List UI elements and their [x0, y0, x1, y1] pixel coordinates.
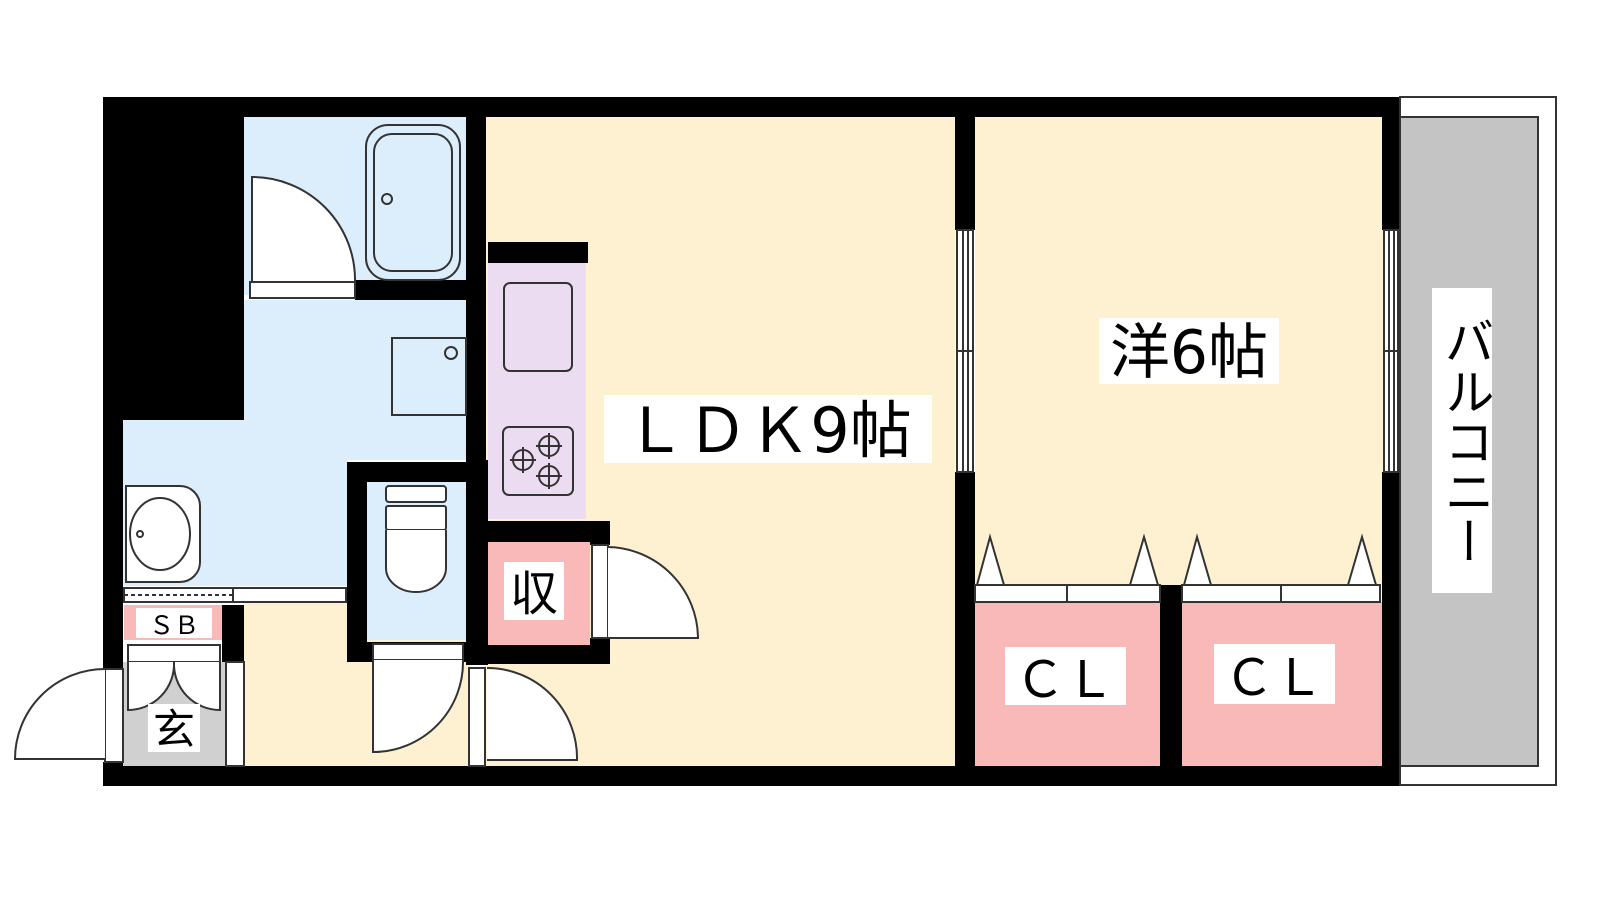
balcony-label: バルコニー [1437, 316, 1495, 566]
east-wall-lower [1382, 472, 1400, 786]
entrance-door-frame [104, 668, 124, 763]
entrance-label-bg [148, 704, 200, 752]
closet-right-label: ＣＬ [1224, 649, 1324, 707]
balcony-label-bg [1432, 288, 1492, 593]
entrance-step-frame [225, 661, 245, 767]
east-wall-upper [1382, 97, 1400, 230]
shoe-box-wall-right [222, 605, 244, 662]
shoe-box-label: ＳＢ [149, 611, 199, 640]
entrance-label: 玄 [153, 705, 195, 754]
partition-wall-upper [955, 97, 975, 230]
storage-wall-bottom [486, 645, 610, 664]
entrance-door[interactable] [13, 668, 106, 760]
closet-door-3[interactable] [1182, 533, 1213, 586]
toilet-wall-top [347, 462, 467, 482]
bath-door[interactable] [251, 175, 357, 283]
closet-right-label-bg [1214, 644, 1335, 704]
closet-left-label: ＣＬ [1015, 651, 1115, 709]
toilet-wall-left [347, 462, 367, 662]
storage-door-frame [591, 544, 609, 639]
outer-wall-bottom [103, 766, 1400, 786]
shoe-box-door-right[interactable] [172, 661, 221, 712]
storage-label: 収 [510, 566, 558, 622]
storage-door[interactable] [607, 546, 700, 639]
shoe-box-door-left[interactable] [127, 661, 176, 712]
ldk-door[interactable] [486, 667, 579, 761]
storage-wall-right [590, 521, 610, 545]
toilet-icon [385, 485, 447, 593]
closet-door-2[interactable] [1128, 533, 1160, 586]
bath-wall-right [466, 97, 486, 462]
room-labels: ＬＤＫ9帖 洋6帖 バルコニー ＣＬ ＣＬ 収 ＳＢ 玄 [136, 288, 1495, 754]
western-room-label: 洋6帖 [1110, 318, 1268, 388]
toilet-door[interactable] [372, 659, 465, 754]
outer-wall-left-lower [103, 762, 123, 786]
washroom-slide-rail [123, 587, 347, 603]
bath-wall-bottom [355, 280, 467, 300]
storage-label-bg [504, 562, 564, 620]
kitchen-wall-top [488, 242, 588, 263]
partition-wall-lower [955, 472, 975, 786]
toilet-door-frame [372, 643, 464, 661]
shoe-box-label-bg [136, 608, 212, 638]
door-swings [13, 175, 700, 761]
washing-machine-pan-icon [391, 337, 467, 416]
balcony-inner [1399, 116, 1539, 767]
ldk-wall-left [466, 460, 488, 665]
outer-wall-top [103, 97, 1400, 117]
closet-divider [1160, 585, 1182, 770]
ldk-door-frame [468, 667, 486, 767]
closet-door-4[interactable] [1346, 533, 1378, 586]
kitchen-sink-icon [503, 282, 573, 372]
closet-door-1[interactable] [975, 533, 1006, 586]
wash-basin-icon [125, 485, 201, 583]
shoe-box-door-frame [127, 644, 221, 663]
gas-stove-icon [502, 426, 574, 496]
bathtub-icon [365, 124, 461, 281]
storage-wall-top [488, 521, 610, 542]
bath-door-frame [249, 281, 356, 299]
western-label-bg [1099, 318, 1279, 384]
thin-lines [104, 96, 1557, 786]
shaft-block [103, 97, 244, 420]
ldk-label-bg [604, 395, 932, 463]
ldk-label: ＬＤＫ9帖 [624, 394, 911, 467]
closet-left-label-bg [1005, 647, 1126, 705]
